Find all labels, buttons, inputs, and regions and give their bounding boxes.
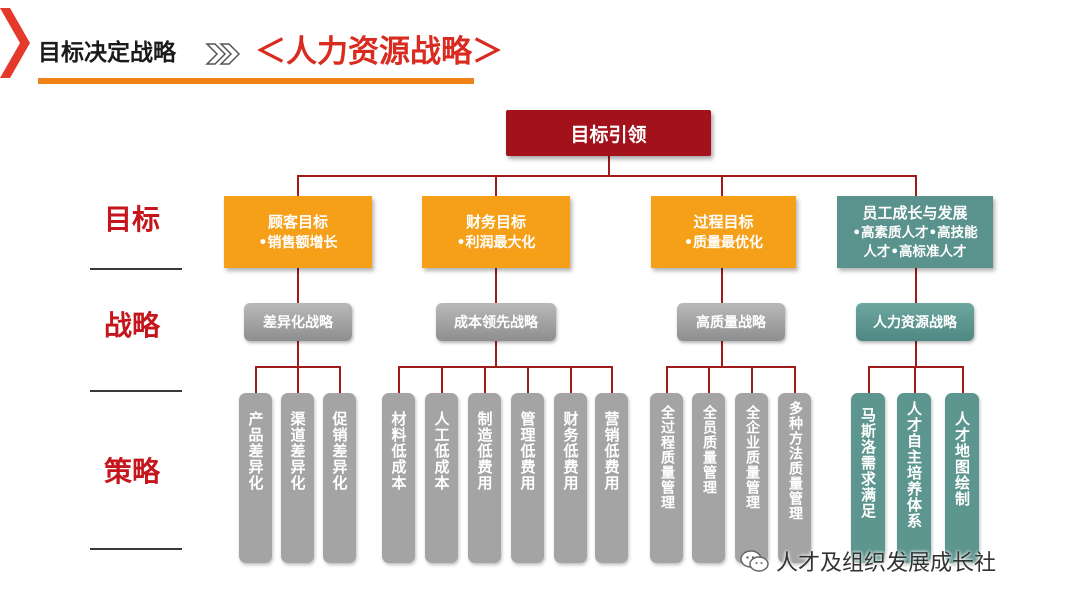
goal-sub: •利润最大化 <box>456 235 536 251</box>
row-label-goal: 目标 <box>103 203 160 236</box>
goal-sub: •高素质人才•高技能人才•高标准人才 <box>852 225 978 260</box>
connector <box>915 268 917 303</box>
top-node: 目标引领 <box>506 110 711 156</box>
tactic-column: 材料低成本 <box>382 393 415 563</box>
connector <box>708 366 710 393</box>
goal-title: 过程目标 <box>693 213 754 231</box>
connector <box>570 366 572 393</box>
goal-title: 财务目标 <box>465 213 526 231</box>
strategy-pill-quality: 高质量战略 <box>677 303 785 341</box>
tactic-column: 人工低成本 <box>425 393 458 563</box>
connector <box>297 175 917 177</box>
tactic-column: 多种方法质量管理 <box>778 393 811 563</box>
watermark-text: 人才及组织发展成长社 <box>776 551 997 576</box>
tactic-column: 制造低费用 <box>468 393 501 563</box>
goal-box-customer: 顾客目标 •销售额增长 <box>224 196 372 268</box>
connector <box>441 366 443 393</box>
connector <box>398 366 612 368</box>
page-title-prefix: 目标决定战略 <box>38 40 176 66</box>
connector <box>915 175 917 196</box>
connector <box>297 341 299 366</box>
watermark: 人才及组织发展成长社 <box>740 545 996 579</box>
tactic-column: 产品差异化 <box>239 393 272 563</box>
connector <box>297 175 299 196</box>
connector <box>721 268 723 303</box>
goal-box-process: 过程目标 •质量最优化 <box>651 196 796 268</box>
goal-title: 顾客目标 <box>267 213 328 231</box>
tactic-column: 营销低费用 <box>595 393 628 563</box>
connector <box>868 366 870 393</box>
connector <box>297 366 299 393</box>
connector <box>484 366 486 393</box>
connector <box>495 341 497 366</box>
row-divider <box>90 390 182 392</box>
connector <box>297 268 299 303</box>
connector <box>794 366 796 393</box>
connector <box>608 156 610 176</box>
wechat-icon <box>740 549 770 579</box>
title-underline <box>38 78 474 84</box>
connector <box>868 366 964 368</box>
strategy-pill-cost-leadership: 成本领先战略 <box>436 303 556 341</box>
tactic-column: 全企业质量管理 <box>735 393 768 563</box>
goal-box-employee: 员工成长与发展 •高素质人才•高技能人才•高标准人才 <box>837 196 993 268</box>
page-title: ＜人力资源战略＞ <box>255 34 503 70</box>
row-divider <box>90 548 182 550</box>
tactic-column: 管理低费用 <box>511 393 544 563</box>
tactic-column: 财务低费用 <box>554 393 587 563</box>
connector <box>495 268 497 303</box>
double-chevron-icon <box>205 43 241 65</box>
row-label-strategy: 战略 <box>103 309 160 342</box>
strategy-pill-hr: 人力资源战略 <box>856 303 974 341</box>
connector <box>914 366 916 393</box>
tactic-column: 马斯洛需求满足 <box>851 393 885 563</box>
connector <box>721 175 723 196</box>
tactic-column: 渠道差异化 <box>281 393 314 563</box>
connector <box>751 366 753 393</box>
connector <box>527 366 529 393</box>
strategy-pill-differentiation: 差异化战略 <box>244 303 352 341</box>
connector <box>398 366 400 393</box>
goal-sub: •质量最优化 <box>684 235 763 251</box>
connector <box>915 341 917 366</box>
row-divider <box>90 268 182 270</box>
tactic-column: 全过程质量管理 <box>650 393 683 563</box>
tactic-column: 人才自主培养体系 <box>897 393 931 563</box>
connector <box>339 366 341 393</box>
goal-title: 员工成长与发展 <box>862 204 968 222</box>
connector <box>611 366 613 393</box>
goal-box-finance: 财务目标 •利润最大化 <box>422 196 570 268</box>
chevron-right-icon <box>0 8 30 78</box>
row-label-tactic: 策略 <box>103 455 160 488</box>
tactic-column: 人才地图绘制 <box>945 393 979 563</box>
connector <box>666 366 796 368</box>
tactic-column: 促销差异化 <box>323 393 356 563</box>
connector <box>962 366 964 393</box>
connector <box>721 341 723 366</box>
connector <box>666 366 668 393</box>
goal-sub: •销售额增长 <box>258 235 338 251</box>
connector <box>255 366 257 393</box>
tactic-column: 全员质量管理 <box>692 393 725 563</box>
connector <box>495 175 497 196</box>
